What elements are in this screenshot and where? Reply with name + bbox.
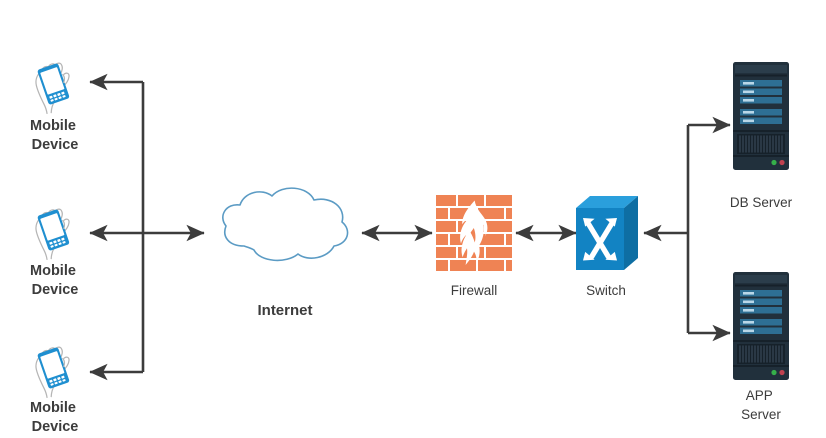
mobile-device-icon — [35, 208, 71, 261]
node-internet-cloud[interactable]: Internet — [222, 187, 349, 319]
firewall-icon — [436, 195, 512, 271]
node-mobile-device-1[interactable]: Mobile Device — [30, 62, 80, 153]
node-mobile-device-2[interactable]: Mobile Device — [30, 208, 80, 298]
node-label-firewall: Firewall — [451, 283, 498, 298]
node-mobile-device-3[interactable]: Mobile Device — [30, 346, 80, 435]
node-firewall[interactable]: Firewall — [436, 195, 512, 298]
node-label-mobile-device-2: Mobile Device — [30, 263, 80, 298]
node-label-app-server: APP Server — [741, 388, 781, 422]
mobile-device-icon — [35, 62, 71, 115]
node-label-db-server: DB Server — [730, 195, 793, 210]
node-db-server[interactable]: DB Server — [730, 61, 793, 210]
mobile-device-icon — [35, 346, 71, 399]
node-label-mobile-device-1: Mobile Device — [30, 118, 80, 153]
node-label-mobile-device-3: Mobile Device — [30, 400, 80, 435]
switch-icon — [576, 196, 638, 270]
server-icon — [732, 271, 790, 381]
server-icon — [732, 61, 790, 171]
connection-layer — [89, 73, 731, 381]
node-app-server[interactable]: APP Server — [732, 271, 790, 422]
node-label-internet: Internet — [257, 302, 312, 319]
cloud-icon — [222, 187, 349, 262]
node-switch[interactable]: Switch — [576, 196, 638, 298]
node-label-switch: Switch — [586, 283, 626, 298]
